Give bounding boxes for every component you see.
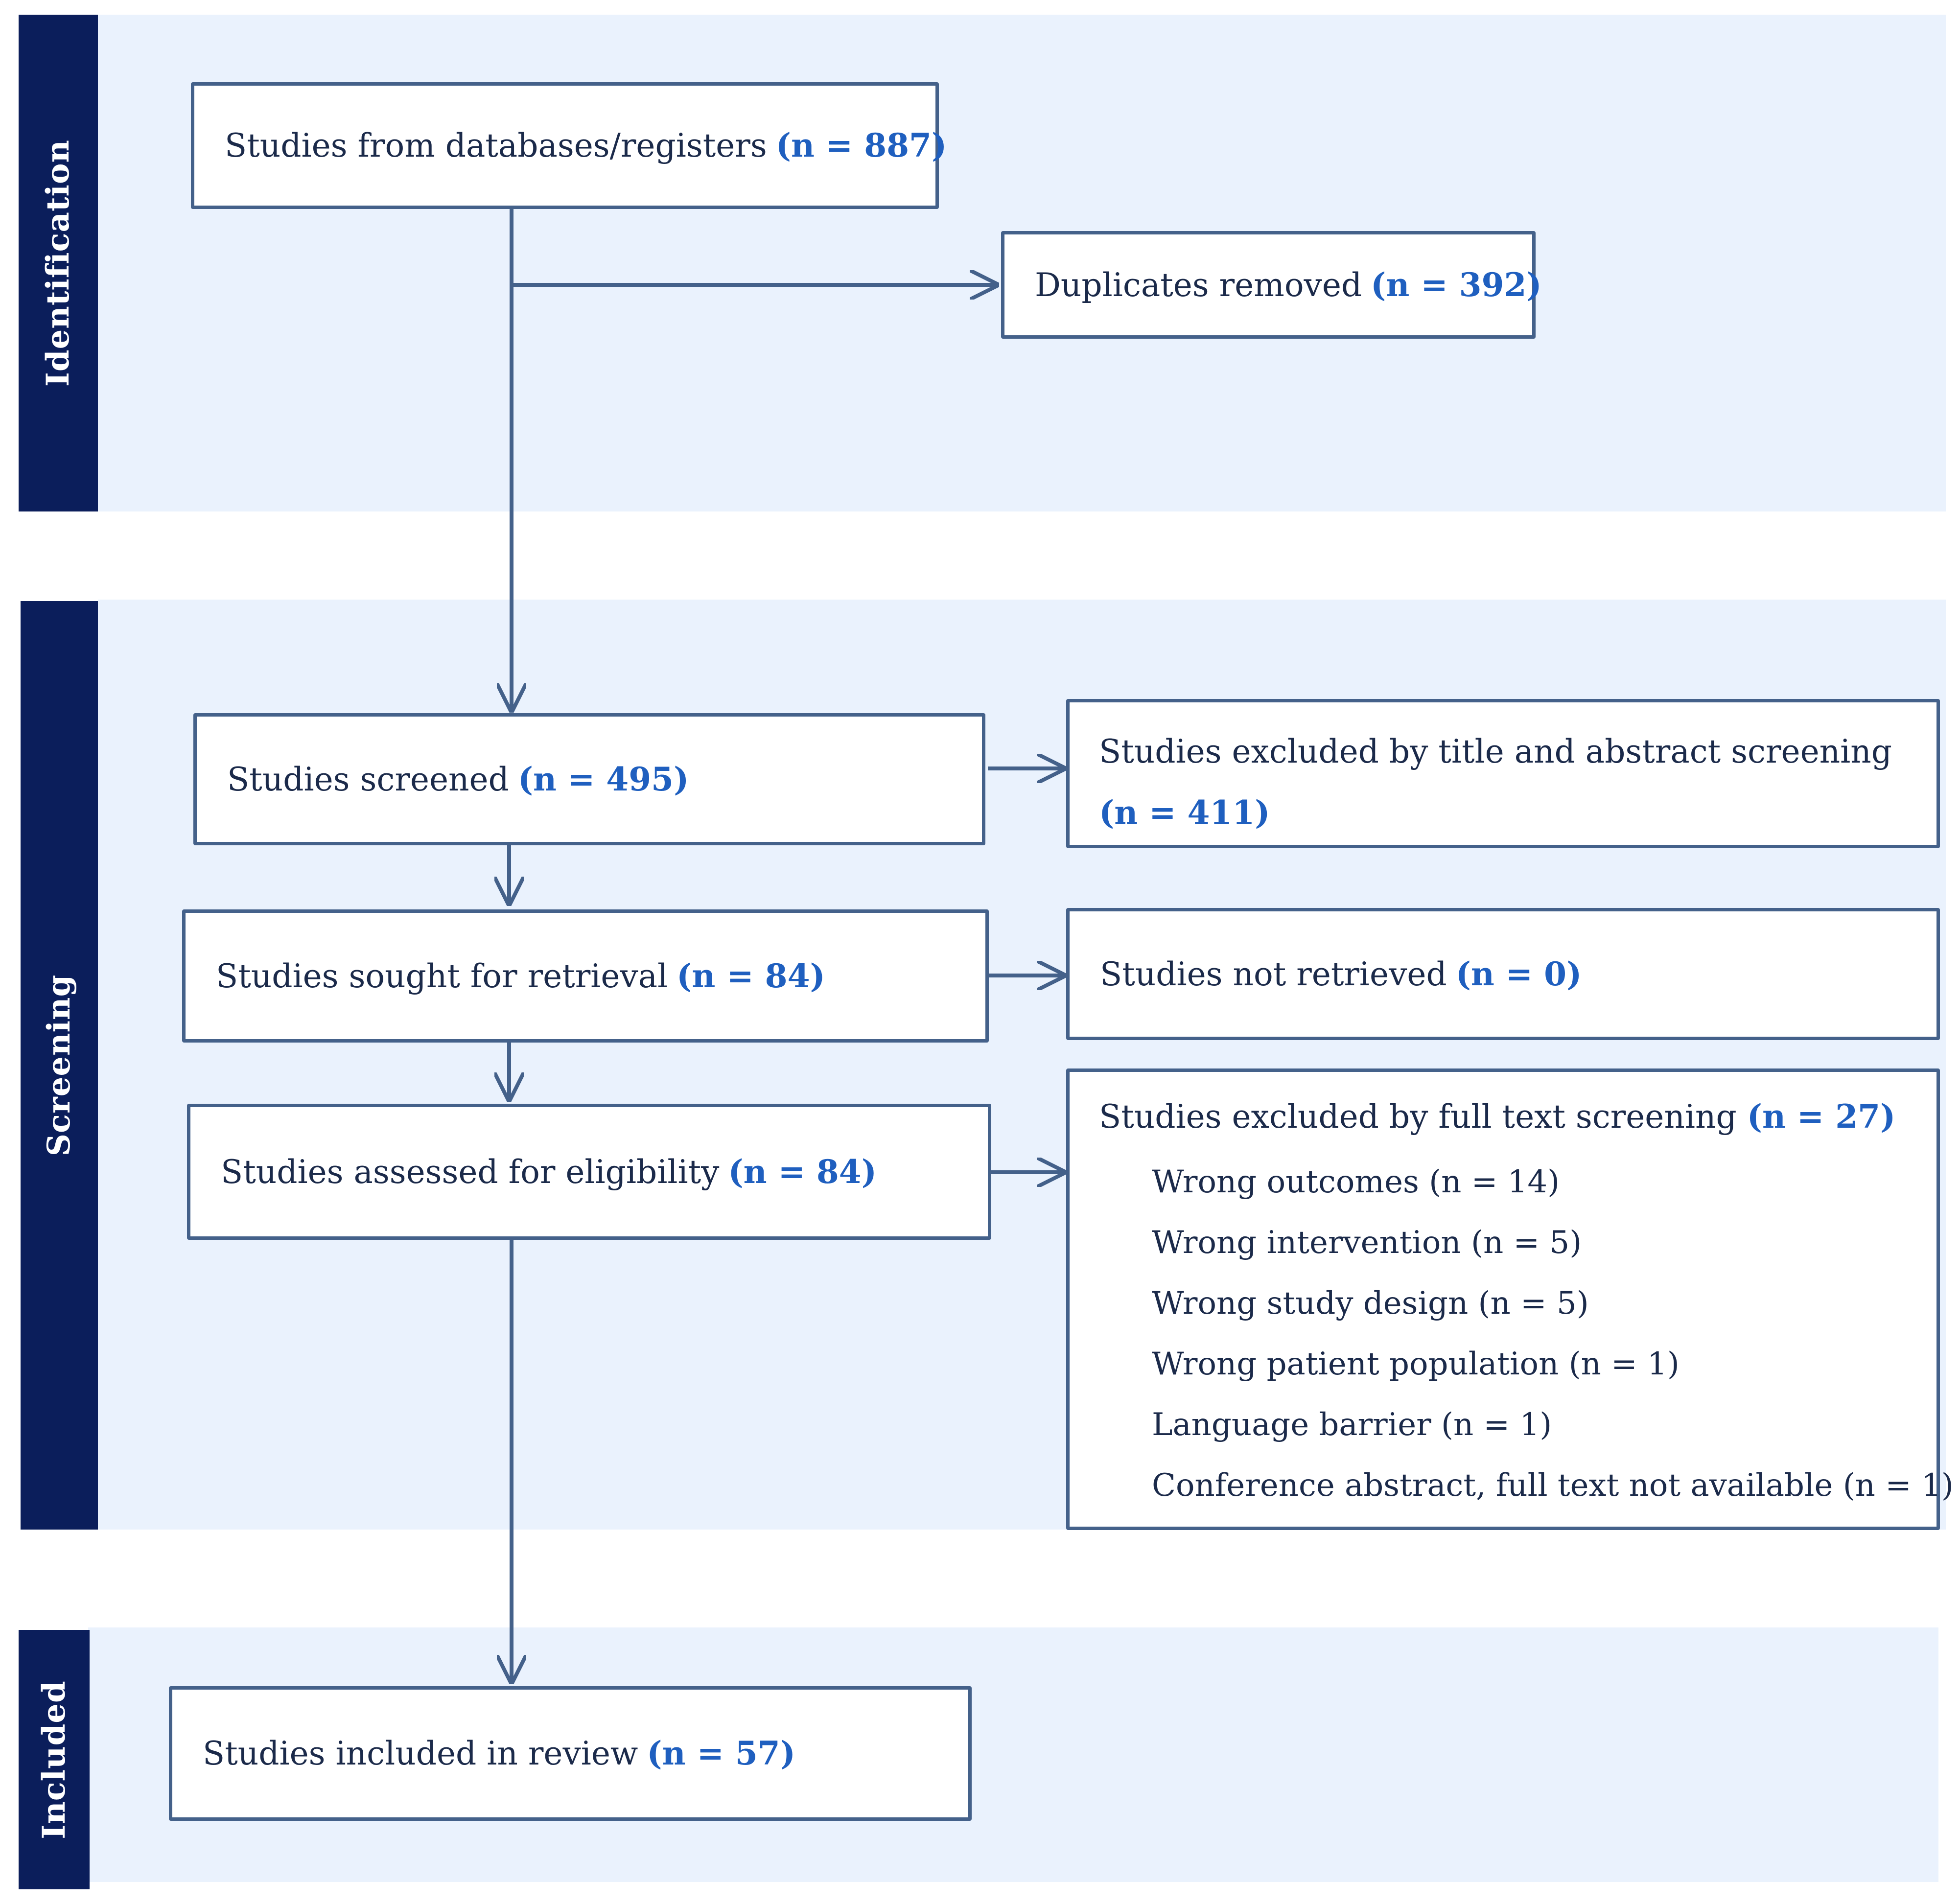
not-retrieved-box: Studies not retrieved(n = 0) bbox=[1066, 908, 1940, 1040]
screened-label: Studies screened bbox=[227, 760, 509, 798]
excluded-title-abstract-box: Studies excluded by title and abstract s… bbox=[1066, 699, 1940, 848]
exclusion-reason: Wrong intervention (n = 5) bbox=[1152, 1225, 1582, 1261]
retrieval-label: Studies sought for retrieval bbox=[216, 957, 668, 995]
screened-count: (n = 495) bbox=[517, 760, 689, 798]
exclusion-reason: Wrong patient population (n = 1) bbox=[1152, 1346, 1680, 1382]
duplicates-label: Duplicates removed bbox=[1035, 266, 1362, 304]
excluded-title-label: Studies excluded by title and abstract s… bbox=[1099, 733, 1892, 770]
excluded-full-count: (n = 27) bbox=[1747, 1097, 1896, 1136]
exclusion-reasons-list: Wrong outcomes (n = 14) Wrong interventi… bbox=[1099, 1152, 1954, 1516]
included-label-box: Studies included in review bbox=[203, 1735, 638, 1772]
included-label: Included bbox=[19, 1630, 90, 1889]
excluded-full-heading: Studies excluded by full text screening … bbox=[1099, 1092, 1907, 1141]
records-label: Studies from databases/registers bbox=[225, 127, 767, 164]
excluded-full-label: Studies excluded by full text screening bbox=[1099, 1098, 1737, 1136]
screening-label: Screening bbox=[21, 601, 98, 1530]
excluded-title-count: (n = 411) bbox=[1099, 793, 1270, 832]
eligibility-label: Studies assessed for eligibility bbox=[221, 1153, 720, 1191]
exclusion-reason: Conference abstract, full text not avail… bbox=[1152, 1467, 1954, 1504]
exclusion-reason: Wrong study design (n = 5) bbox=[1152, 1285, 1589, 1322]
included-count: (n = 57) bbox=[647, 1734, 795, 1772]
exclusion-reason: Wrong outcomes (n = 14) bbox=[1152, 1164, 1560, 1200]
assessed-eligibility-box: Studies assessed for eligibility(n = 84) bbox=[187, 1104, 991, 1240]
sought-for-retrieval-box: Studies sought for retrieval(n = 84) bbox=[182, 909, 989, 1043]
identification-label: Identification bbox=[19, 15, 98, 511]
duplicates-count: (n = 392) bbox=[1371, 265, 1542, 304]
eligibility-count: (n = 84) bbox=[728, 1152, 877, 1191]
studies-included-box: Studies included in review(n = 57) bbox=[169, 1686, 972, 1821]
duplicates-removed-box: Duplicates removed(n = 392) bbox=[1001, 231, 1542, 339]
not-retrieved-label: Studies not retrieved bbox=[1100, 955, 1447, 993]
not-retrieved-count: (n = 0) bbox=[1455, 954, 1582, 993]
studies-screened-box: Studies screened(n = 495) bbox=[193, 713, 985, 845]
records-identified-box: Studies from databases/registers(n = 887… bbox=[191, 82, 947, 209]
exclusion-reason: Language barrier (n = 1) bbox=[1152, 1407, 1552, 1443]
retrieval-count: (n = 84) bbox=[677, 956, 825, 995]
excluded-full-text-box: Studies excluded by full text screening … bbox=[1066, 1068, 1954, 1530]
records-count: (n = 887) bbox=[775, 126, 947, 164]
